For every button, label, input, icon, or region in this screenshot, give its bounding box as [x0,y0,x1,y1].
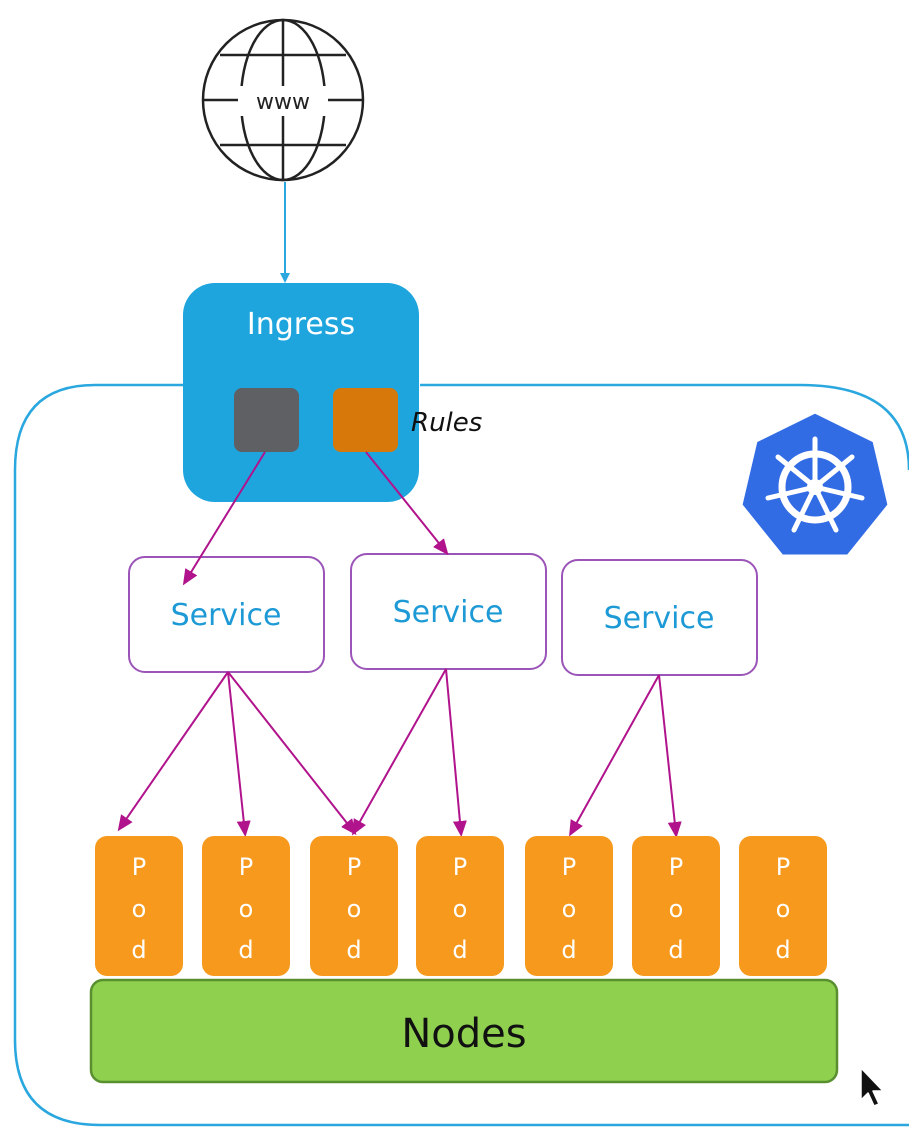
pod-label-letter: P [669,853,683,881]
pod-label-letter: d [131,936,146,964]
pod-label-letter: o [132,895,147,923]
edge-service-to-pod [227,671,357,836]
pod: P o d [416,836,504,976]
pod-label-letter: d [775,936,790,964]
pod-label-letter: d [238,936,253,964]
pod: P o d [310,836,398,976]
ingress-controller: Ingress [183,283,419,502]
rules-label: Rules [411,408,482,438]
service-box: Service [561,559,758,676]
edge-service-to-pod [569,674,660,837]
edge-service-to-pod [352,668,447,836]
pod: P o d [525,836,613,976]
rule-gray [234,388,299,452]
pod: P o d [202,836,290,976]
service-box: Service [350,553,547,670]
pod: P o d [95,836,183,976]
pod-label-letter: o [776,895,791,923]
pod-label-letter: d [452,936,467,964]
nodes-bar: Nodes [89,978,839,1084]
cluster-boundary [13,383,909,1127]
pod-label-letter: P [132,853,146,881]
pod-label-letter: P [347,853,361,881]
pod: P o d [632,836,720,976]
edge-rule-to-service [365,451,449,556]
rule-orange [333,388,398,452]
pod-label-letter: o [239,895,254,923]
pod-label-letter: P [239,853,253,881]
service-label: Service [171,598,282,633]
www-globe-icon: www [201,18,365,182]
edge-service-to-pod [658,674,682,838]
ingress-label: Ingress [247,307,355,342]
edge-rule-to-service [182,451,266,586]
pod-label-letter: d [561,936,576,964]
pod-label-letter: P [776,853,790,881]
service-label: Service [393,595,504,630]
nodes-label: Nodes [401,1011,526,1057]
pod-label-letter: o [347,895,362,923]
edge-service-to-pod [117,671,229,832]
pod-label-letter: o [453,895,468,923]
pod-label-letter: o [669,895,684,923]
globe-label: www [256,90,310,115]
pod-label-letter: d [668,936,683,964]
service-box: Service [128,556,325,673]
kubernetes-logo-icon [739,410,891,558]
pod-label-letter: P [453,853,467,881]
mouse-cursor-icon [860,1067,884,1107]
pod-label-letter: o [562,895,577,923]
edge-service-to-pod [445,668,467,837]
edge-service-to-pod [227,671,251,837]
pod-label-letter: P [562,853,576,881]
pod-label-letter: d [346,936,361,964]
service-label: Service [604,601,715,636]
pod: P o d [739,836,827,976]
